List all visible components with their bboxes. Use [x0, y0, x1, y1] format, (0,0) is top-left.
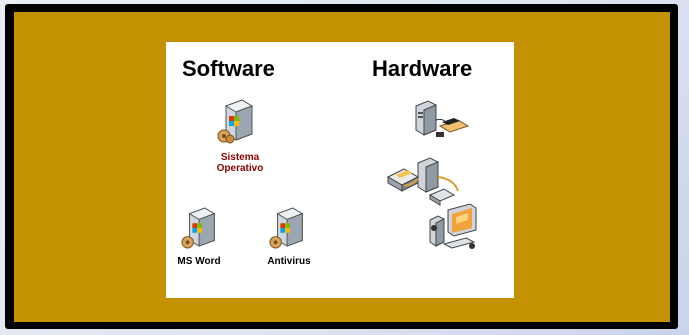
- ms-word-package-icon: [181, 207, 216, 249]
- antivirus-label: Antivirus: [267, 256, 311, 267]
- sistema-label-line1: Sistema: [220, 152, 260, 163]
- scanner-printer-icon: [386, 157, 459, 206]
- sistema-operativo-label: Sistema Operativo: [210, 152, 270, 174]
- sistema-label-line2: Operativo: [216, 163, 264, 174]
- slide-content: Software Hardware Sistema Operativo MS W…: [166, 42, 514, 298]
- computer-tower-icon: [415, 100, 470, 137]
- ms-word-label: MS Word: [177, 256, 221, 267]
- antivirus-package-icon: [269, 207, 304, 249]
- software-package-icon: [217, 99, 254, 144]
- workstation-icon: [429, 203, 477, 249]
- hardware-heading: Hardware: [372, 56, 473, 81]
- software-heading: Software: [182, 56, 275, 81]
